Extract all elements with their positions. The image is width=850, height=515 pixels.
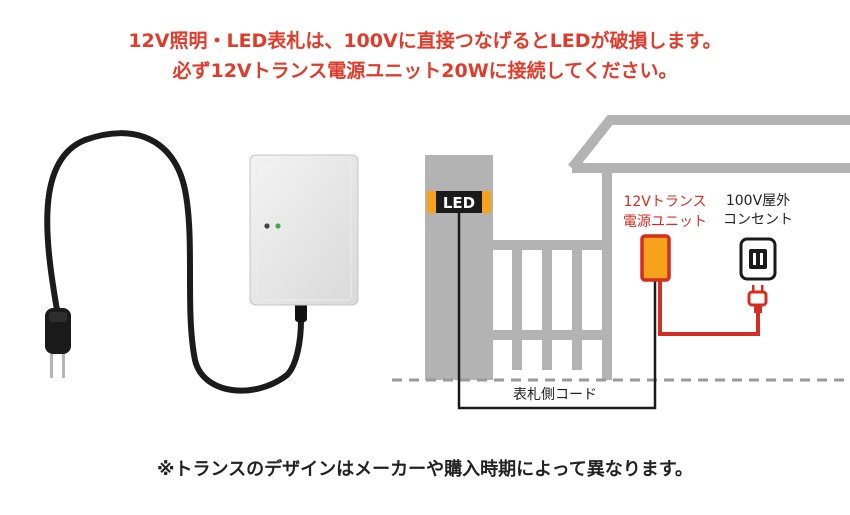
led-nameplate: LED [427,191,491,213]
transformer-icon [640,234,671,282]
transformer-label-line1: 12Vトランス [623,194,706,210]
nameplate-cord [457,213,657,410]
transformer-label-line2: 電源ユニット [623,214,707,230]
design-note: ※トランスのデザインはメーカーや購入時期によって異なります。 [157,459,693,480]
house-outline [568,115,850,380]
warning-line-1: 12V照明・LED表札は、100Vに直接つなげるとLEDが破損します。 [128,30,722,52]
transformer-product-illustration [44,130,359,394]
power-plug-icon [45,308,71,378]
indicator-led-dark [264,223,270,229]
indicator-led-green [275,223,281,229]
cord-label: 表札側コード [513,387,597,403]
plug-icon [747,285,768,313]
power-wire [658,280,760,336]
gate-fence [493,240,604,370]
outlet-icon [739,237,777,281]
transformer-box [249,154,359,306]
outlet-label-line2: コンセント [723,212,793,228]
power-cord [44,130,304,394]
warning-line-2: 必ず12Vトランス電源ユニット20Wに接続してください。 [172,60,678,82]
led-label: LED [443,194,475,212]
outlet-label-line1: 100V屋外 [726,193,790,209]
